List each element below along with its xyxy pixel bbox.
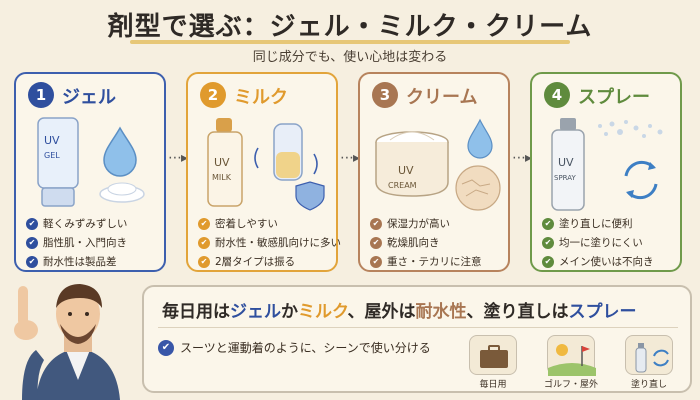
headline-part: ジェル — [230, 302, 281, 322]
headline-part: ミルク — [298, 302, 348, 322]
point-item: ✔2層タイプは振る — [198, 252, 336, 271]
card-title: ミルク — [234, 87, 288, 108]
check-icon: ✔ — [198, 236, 210, 249]
headline-part: 耐水性 — [415, 302, 467, 322]
card-milk: 2 ミルク UV MILK ✔密着しやすい ✔耐水性・敏感肌向けに多い ✔2層タ… — [186, 72, 341, 272]
scene-golf: ゴルフ・屋外 — [540, 335, 602, 390]
summary-headline: 毎日用はジェルかミルク、屋外は耐水性、塗り直しはスプレー — [162, 297, 636, 322]
check-icon: ✔ — [542, 255, 554, 268]
milk-bottle-illustration: UV MILK — [207, 118, 325, 211]
scene-reapply: 塗り直し — [618, 335, 680, 390]
point-item: ✔重さ・テカリに注意 — [370, 252, 508, 271]
summary-note: ✔ スーツと運動着のように、シーンで使い分ける — [158, 339, 431, 356]
svg-text:UV: UV — [558, 156, 574, 169]
page-subtitle: 同じ成分でも、使い心地は変わる — [252, 50, 448, 65]
check-icon: ✔ — [370, 236, 382, 249]
check-icon: ✔ — [198, 217, 210, 230]
headline-part: か — [281, 302, 298, 322]
point-item: ✔耐水性・敏感肌向けに多い — [198, 233, 341, 252]
point-item: ✔均一に塗りにくい — [542, 233, 680, 252]
svg-text:CREAM: CREAM — [388, 181, 417, 190]
gel-tube-illustration: UV GEL — [37, 117, 145, 207]
card-title: クリーム — [406, 87, 478, 108]
check-icon: ✔ — [542, 236, 554, 249]
point-item: ✔メイン使いは不向き — [542, 252, 680, 271]
golf-sun-icon — [548, 344, 596, 376]
point-item: ✔塗り直しに便利 — [542, 214, 680, 233]
svg-text:UV: UV — [214, 156, 230, 169]
point-item: ✔保湿力が高い — [370, 214, 508, 233]
flow-arrow: ⋯▸ — [340, 150, 360, 166]
headline-part: 毎日用は — [162, 302, 230, 322]
divider — [158, 327, 678, 328]
card-number: 1 — [28, 82, 54, 108]
svg-text:UV: UV — [398, 164, 414, 177]
headline-part: 、屋外は — [347, 302, 416, 322]
check-icon: ✔ — [542, 217, 554, 230]
point-item: ✔軽くみずみずしい — [26, 214, 164, 233]
presenter-illustration — [14, 284, 120, 400]
card-number: 3 — [372, 82, 398, 108]
point-item: ✔耐水性は製品差 — [26, 252, 164, 271]
product-sub: GEL — [44, 151, 60, 160]
check-icon: ✔ — [198, 255, 210, 268]
flow-arrow: ⋯▸ — [168, 150, 188, 166]
card-cream: 3 クリーム UV CREAM ✔保湿力が高い ✔乾燥肌向き ✔重さ・テカリに注… — [358, 72, 510, 272]
check-icon: ✔ — [26, 217, 38, 230]
check-icon: ✔ — [26, 255, 38, 268]
card-spray: 4 スプレー UV SPRAY ✔塗り直しに便利 ✔均一に塗りにくい ✔メイン使… — [530, 72, 682, 272]
product-label: UV — [44, 134, 60, 147]
briefcase-icon — [480, 345, 508, 368]
check-icon: ✔ — [158, 339, 174, 356]
point-item: ✔脂性肌・入門向き — [26, 233, 164, 252]
check-icon: ✔ — [26, 236, 38, 249]
reapply-spray-icon — [635, 343, 669, 373]
check-icon: ✔ — [370, 217, 382, 230]
scene-daily: 毎日用 — [462, 335, 524, 390]
summary-box: 毎日用はジェルかミルク、屋外は耐水性、塗り直しはスプレー ✔ スーツと運動着のよ… — [142, 285, 692, 393]
page-title: 剤型で選ぶ：ジェル・ミルク・クリーム — [107, 12, 593, 42]
card-title: スプレー — [578, 87, 650, 108]
spray-bottle-illustration: UV SPRAY — [551, 118, 663, 211]
headline-part: 、塗り直しは — [466, 302, 569, 322]
card-gel: 1 ジェル UV GEL ✔軽くみずみずしい ✔脂性肌・入門向き ✔耐水性は製品… — [14, 72, 166, 272]
title-underline — [130, 40, 570, 44]
svg-text:SPRAY: SPRAY — [554, 174, 576, 182]
flow-arrow: ⋯▸ — [512, 150, 532, 166]
point-item: ✔密着しやすい — [198, 214, 336, 233]
card-number: 4 — [544, 82, 570, 108]
headline-part: スプレー — [568, 302, 637, 322]
check-icon: ✔ — [370, 255, 382, 268]
svg-text:MILK: MILK — [212, 173, 232, 182]
card-title: ジェル — [62, 87, 116, 108]
card-number: 2 — [200, 82, 226, 108]
point-item: ✔乾燥肌向き — [370, 233, 508, 252]
cream-jar-illustration: UV CREAM — [375, 118, 501, 211]
